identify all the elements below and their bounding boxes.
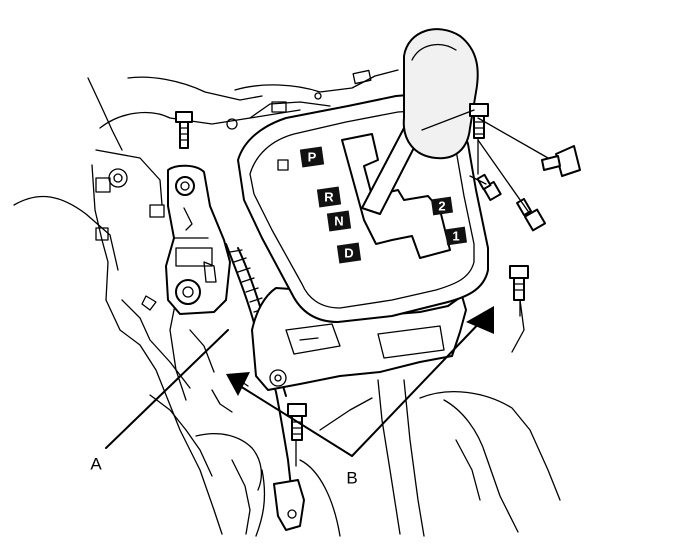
callout-arrow-right: [466, 306, 494, 334]
callout-label-b: B: [346, 469, 357, 488]
gear-r-label: R: [324, 190, 334, 205]
callout-arrow-left: [226, 372, 250, 396]
gear-n-label: N: [334, 214, 343, 229]
left-mounting-bracket: [165, 164, 231, 315]
bolt-upper-right: [469, 103, 489, 139]
gear-1-label: 1: [452, 229, 459, 244]
bolt-lower-center: [287, 403, 307, 441]
gear-p-label: P: [308, 150, 317, 165]
callout-label-a: A: [90, 455, 102, 474]
clip-far-right: [541, 145, 581, 177]
shift-lever: [361, 28, 479, 215]
bracket-top-bolt: [175, 111, 193, 149]
left-structure-details: [95, 69, 372, 311]
cable-end-bracket: [273, 479, 305, 531]
chassis-outline: [13, 69, 561, 537]
exploded-guide-lines: [295, 109, 549, 467]
bolt-mid-right: [476, 173, 502, 202]
gear-2-label: 2: [438, 199, 445, 214]
gear-d-label: D: [344, 246, 353, 261]
bolt-lower-right: [509, 265, 529, 301]
bolt-far-right: [516, 197, 547, 232]
gear-position-indicator: P R N D 2 1: [277, 146, 468, 264]
leader-lines: [105, 315, 487, 457]
